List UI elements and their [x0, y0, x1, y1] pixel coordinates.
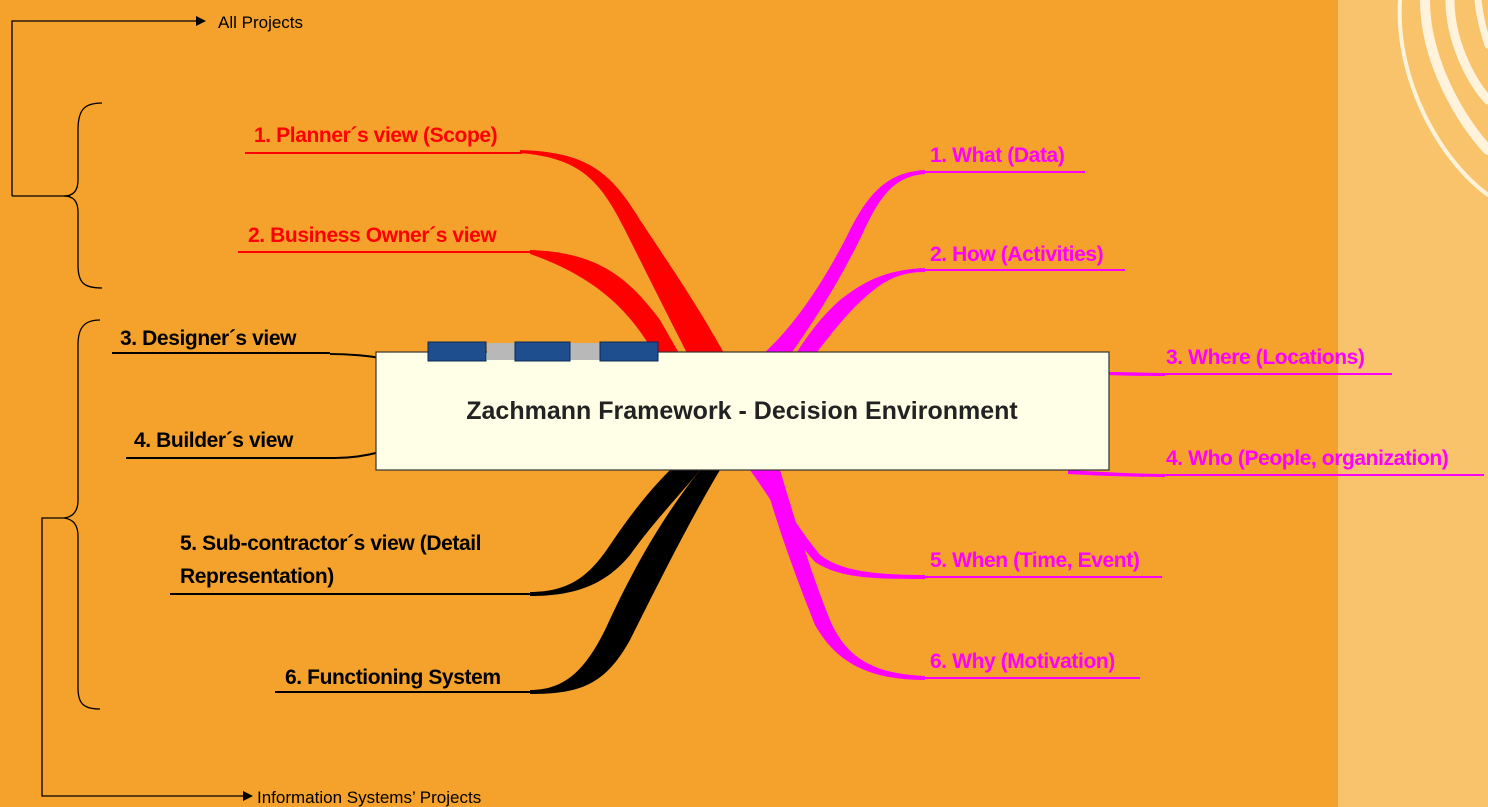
question-label-why: 6. Why (Motivation) [930, 650, 1115, 673]
connector-tab [427, 341, 487, 362]
view-label-designer: 3. Designer´s view [120, 327, 297, 350]
branch-who [1068, 470, 1165, 477]
view-label-business-owner: 2. Business Owner´s view [248, 224, 497, 247]
branch-designer [329, 353, 381, 359]
information-systems-projects-label: Information Systems’ Projects [257, 788, 481, 807]
connector-tab [599, 341, 659, 362]
diagram-title: Zachmann Framework - Decision Environmen… [466, 397, 1018, 425]
branch-sub-contractor [530, 470, 700, 596]
brace-information-systems [63, 319, 101, 710]
connector-bar [570, 343, 600, 360]
branch-functioning-system [530, 470, 720, 694]
question-underlines [923, 171, 1484, 679]
question-label-when: 5. When (Time, Event) [930, 549, 1139, 572]
question-label-where: 3. Where (Locations) [1166, 346, 1365, 369]
branch-business-owner [530, 250, 680, 355]
view-label-sub-contractor-line1: 5. Sub-contractor´s view (Detail [180, 532, 481, 555]
question-labels: 1. What (Data) 2. How (Activities) 3. Wh… [930, 144, 1449, 673]
branch-builder [334, 451, 381, 459]
branch-why [762, 470, 925, 680]
branch-what [762, 170, 925, 355]
bracket-connector-top [11, 20, 196, 197]
swirl-decoration [1397, 0, 1488, 197]
connector-tab [514, 341, 571, 362]
view-label-builder: 4. Builder´s view [134, 429, 294, 452]
branch-how [795, 268, 925, 355]
brace-all-projects [63, 102, 103, 289]
all-projects-label: All Projects [218, 13, 303, 32]
branch-where [1108, 372, 1165, 376]
question-label-who: 4. Who (People, organization) [1166, 447, 1448, 470]
side-panel [1338, 0, 1488, 807]
view-labels: 1. Planner´s view (Scope) 2. Business Ow… [120, 124, 501, 689]
question-label-what: 1. What (Data) [930, 144, 1064, 167]
connector-bar [487, 343, 517, 360]
view-label-planner: 1. Planner´s view (Scope) [254, 124, 497, 147]
arrow-right-icon [243, 791, 253, 801]
bracket-connector-bottom [41, 517, 243, 797]
branch-planner [520, 150, 725, 355]
view-underlines [112, 152, 532, 693]
central-topic-node: Zachmann Framework - Decision Environmen… [375, 341, 1110, 471]
question-label-how: 2. How (Activities) [930, 243, 1103, 266]
view-label-functioning-system: 6. Functioning System [285, 666, 501, 689]
arrow-right-icon [196, 16, 206, 26]
question-branches [750, 170, 1165, 680]
view-label-sub-contractor-line2: Representation) [180, 565, 334, 588]
